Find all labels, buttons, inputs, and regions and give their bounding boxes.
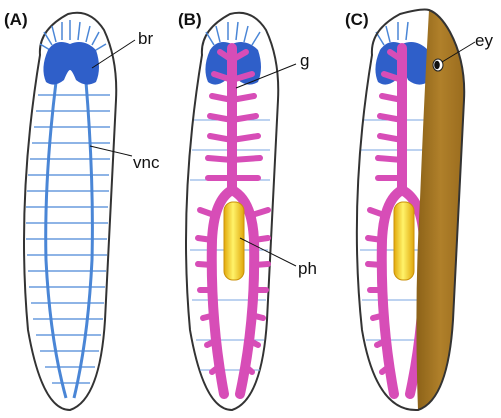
callout-br: br [138,29,153,48]
callout-g: g [300,51,309,70]
panel-label-c: (C) [345,10,369,29]
panel-a: (A) br vnc [4,10,160,410]
panel-label-b: (B) [178,10,202,29]
callout-ph: ph [298,259,317,278]
panel-b: (B) g ph [178,10,317,410]
callout-ey: ey [475,31,493,50]
callout-vnc: vnc [133,153,160,172]
panel-label-a: (A) [4,10,28,29]
pharynx [224,202,244,280]
eye-pigment [434,61,440,69]
panel-c: (C) ey [345,10,493,411]
